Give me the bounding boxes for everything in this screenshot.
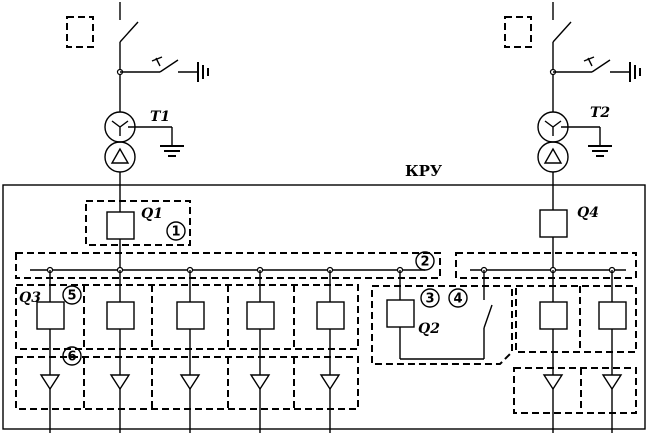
q3-breaker [36, 301, 65, 330]
marker-4: 4 [453, 292, 462, 307]
feeder-cells-breakers [15, 284, 359, 350]
marker-6: 6 [67, 350, 76, 365]
feeder-5 [316, 270, 345, 433]
transformer-t1-label: T1 [150, 109, 170, 125]
right-feeder-line-cells [513, 367, 637, 414]
marker-3: 3 [425, 292, 434, 307]
q1-compartment [85, 200, 191, 246]
left-disconnector-symbol [66, 16, 94, 48]
right-disconnector-symbol [504, 16, 532, 48]
marker-1: 1 [171, 225, 180, 240]
switchgear-enclosure [2, 184, 646, 430]
left-incoming-line [66, 2, 209, 112]
marker-2: 2 [420, 255, 429, 270]
feeder-2 [106, 270, 135, 433]
right-feeder-cells [515, 285, 637, 353]
feeder-q3 [36, 270, 65, 433]
q4-breaker [539, 209, 568, 238]
q2-breaker [386, 299, 415, 328]
q3-label: Q3 [19, 290, 41, 306]
feeder-3 [176, 270, 205, 433]
q1-breaker [106, 211, 135, 240]
feeder-4 [246, 270, 275, 433]
transformer-t2: T2 [537, 105, 612, 210]
left-busbar-section [15, 252, 441, 279]
right-incoming-line [504, 2, 641, 112]
right-feeder-2 [598, 270, 627, 433]
transformer-t2-label: T2 [590, 105, 610, 121]
q2-label: Q2 [418, 321, 440, 337]
bus-tie-compartment [371, 285, 513, 365]
q4-label: Q4 [577, 205, 599, 221]
transformer-t1: T1 [104, 109, 184, 212]
marker-5: 5 [67, 289, 76, 304]
feeder-cells-lines [15, 356, 359, 410]
right-busbar-section [455, 252, 637, 279]
right-feeder-1 [539, 270, 568, 433]
switchgear-title: КРУ [405, 162, 442, 180]
q1-label: Q1 [141, 206, 163, 222]
